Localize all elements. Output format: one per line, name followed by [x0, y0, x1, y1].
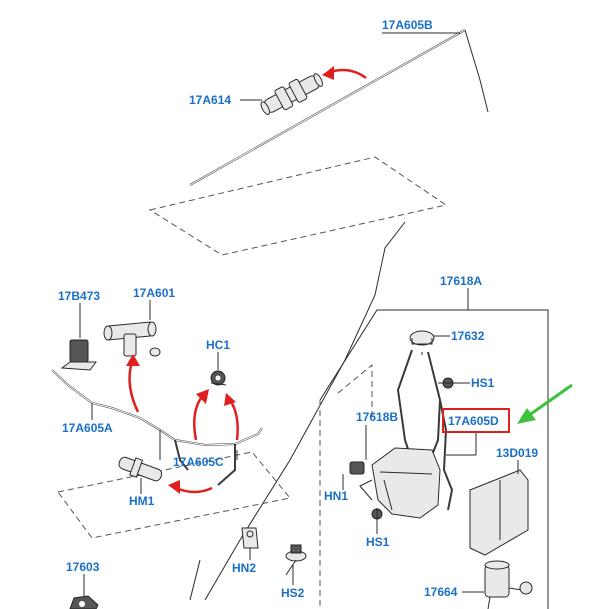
pointer-arrow-green [517, 383, 573, 424]
dashed-outline-lower [57, 451, 291, 539]
label-HM1: HM1 [129, 494, 155, 508]
label-HN2: HN2 [232, 561, 256, 575]
callout-arrow-5 [168, 480, 213, 494]
connector-17A601 [103, 321, 161, 357]
label-17A601: 17A601 [133, 286, 175, 300]
label-17A614: 17A614 [189, 93, 231, 107]
callout-arrow-1 [322, 66, 367, 80]
label-13D019: 13D019 [496, 446, 538, 460]
reservoir-17618B [359, 447, 441, 519]
label-17A605C: 17A605C [173, 455, 224, 469]
nut-HN1 [349, 461, 365, 475]
label-HC1: HC1 [206, 338, 230, 352]
label-17A605B: 17A605B [382, 18, 433, 32]
upper-hose-17A605B [189, 29, 489, 186]
label-HS1-lower: HS1 [366, 535, 390, 549]
pump-17664 [484, 560, 533, 609]
screw-HS1-lower [371, 508, 383, 524]
label-HS2: HS2 [281, 586, 305, 600]
nozzle-17603 [69, 595, 99, 609]
label-17618B: 17618B [356, 410, 398, 424]
label-17A605A: 17A605A [62, 421, 113, 435]
clip-HN2 [241, 527, 259, 549]
label-17618A: 17618A [440, 274, 482, 288]
screw-HS2 [285, 544, 307, 576]
reservoir-dash-1 [337, 363, 373, 420]
label-17632: 17632 [451, 329, 485, 343]
label-17664: 17664 [424, 585, 458, 599]
label-17603: 17603 [66, 560, 100, 574]
connector-HM1 [118, 456, 163, 482]
connector-17A614 [260, 73, 323, 115]
label-HS1-upper: HS1 [471, 376, 495, 390]
pipe-fragment [189, 559, 201, 601]
callout-arrow-2 [126, 354, 140, 413]
callout-arrow-3 [193, 389, 209, 441]
screw-HS1-upper [438, 377, 454, 389]
clip-HC1 [210, 370, 227, 386]
highlight-box-17A605D [442, 408, 510, 433]
dashed-outline-upper [148, 156, 448, 256]
clip-17B473 [60, 339, 97, 371]
label-17A605D: 17A605D [448, 414, 499, 428]
callout-arrow-4 [224, 393, 239, 441]
filler-neck-2 [427, 351, 442, 461]
shield-13D019 [469, 469, 529, 556]
filler-neck [396, 349, 413, 456]
reservoir-frame-outline [319, 309, 549, 609]
cap-17632 [409, 330, 435, 346]
label-17B473: 17B473 [58, 289, 100, 303]
label-HN1: HN1 [324, 489, 348, 503]
